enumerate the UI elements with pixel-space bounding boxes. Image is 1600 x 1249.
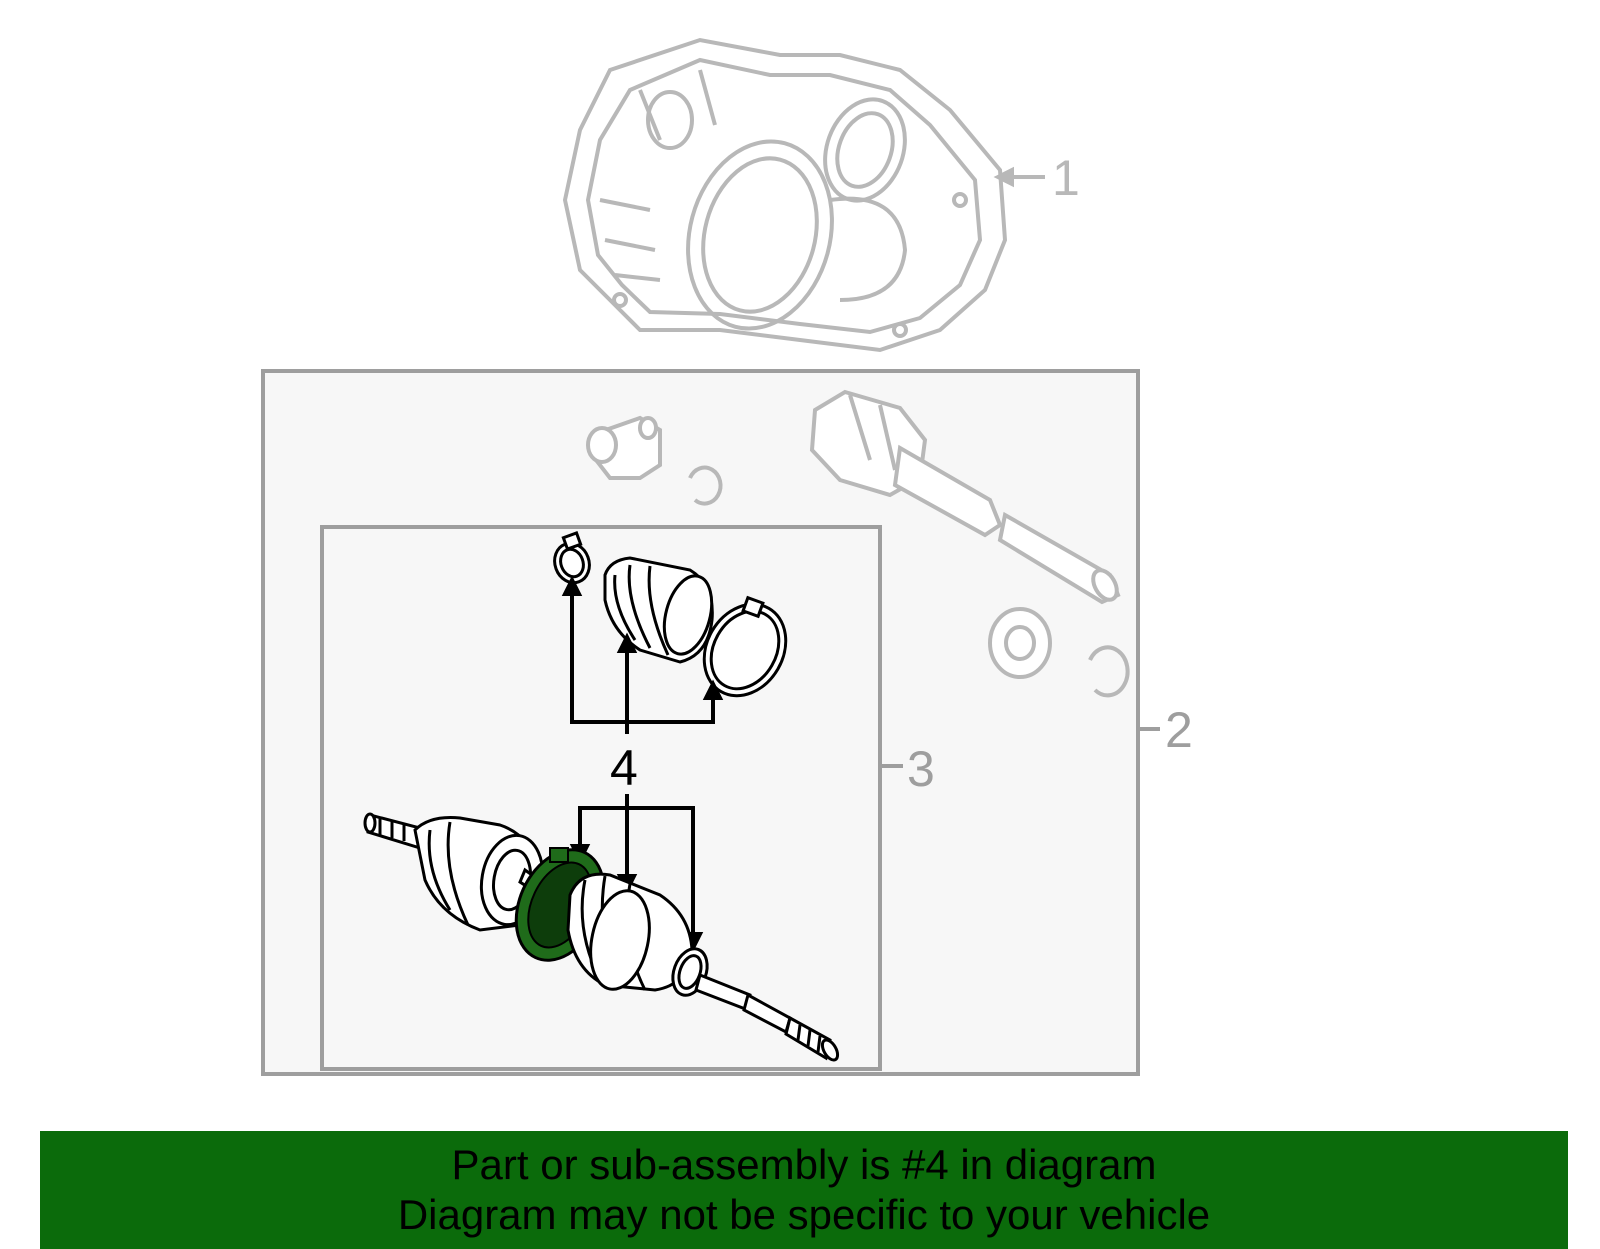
info-banner: Part or sub-assembly is #4 in diagram Di… xyxy=(40,1131,1568,1249)
banner-line-1: Part or sub-assembly is #4 in diagram xyxy=(451,1141,1157,1188)
callout-1-leader xyxy=(993,166,1045,188)
banner-line-2: Diagram may not be specific to your vehi… xyxy=(397,1191,1211,1238)
boot-kit-exploded xyxy=(553,531,788,698)
exploded-parts-diagram: 1 2 3 xyxy=(261,37,1193,1076)
transaxle-housing xyxy=(562,37,1008,353)
ghost-parts-frame-2 xyxy=(586,389,1130,698)
callout-1-label: 1 xyxy=(1052,150,1080,206)
callout-3-label: 3 xyxy=(907,741,935,797)
assembly-frame-3 xyxy=(320,525,882,1071)
callout-2-label: 2 xyxy=(1165,702,1193,758)
callout-4-label: 4 xyxy=(610,740,638,796)
inner-boot-and-shaft xyxy=(566,872,840,1062)
